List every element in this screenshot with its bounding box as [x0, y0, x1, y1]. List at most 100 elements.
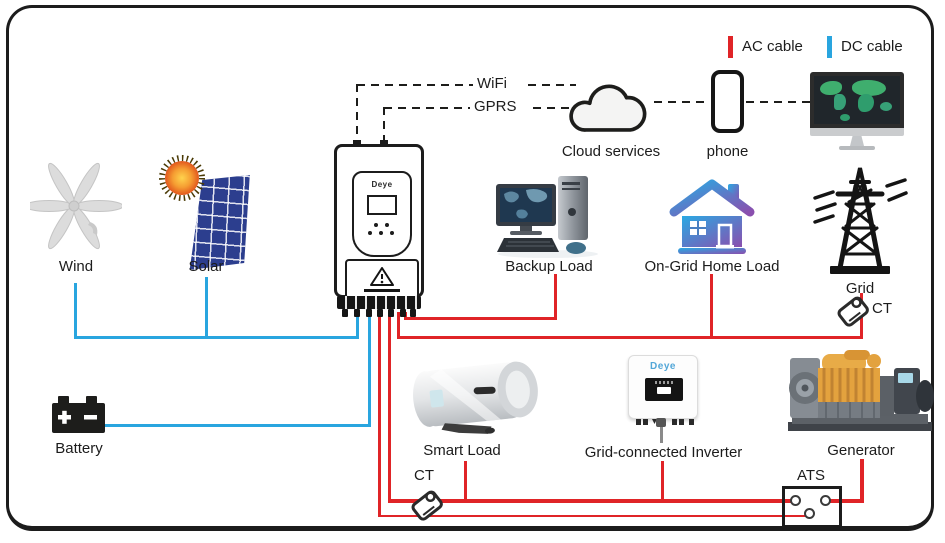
gci-cable — [660, 427, 663, 443]
ac-wire-ats-feed-h — [378, 515, 810, 517]
map-blob — [834, 94, 846, 110]
gprs-dashed-line — [384, 107, 470, 109]
gprs-dashed-line — [533, 107, 585, 109]
wifi-dashed-line — [357, 84, 473, 86]
inverter-button — [390, 231, 394, 235]
gci-cable-plug — [656, 418, 666, 427]
dc-wire-battery — [102, 424, 371, 427]
ac-wire-ats-feed-v — [378, 312, 381, 517]
ac-wire-load-bus-v — [388, 312, 391, 502]
monitor-base — [839, 146, 875, 150]
ct-clamp-icon — [411, 490, 443, 521]
inverter-button — [368, 231, 372, 235]
gci-connector — [636, 419, 641, 425]
wind-turbine-icon — [30, 162, 122, 250]
desktop-computer-icon — [496, 176, 598, 258]
monitor-map — [814, 76, 900, 124]
warning-triangle-icon — [370, 267, 394, 286]
cloud-services-label: Cloud services — [561, 143, 661, 160]
string-inverter-icon: Deye — [628, 355, 698, 445]
gci-connector — [652, 419, 657, 424]
inverter-antenna-port — [353, 140, 361, 146]
inverter-terminal — [388, 309, 394, 317]
cloud-icon — [569, 84, 647, 132]
grid-label: Grid — [845, 280, 875, 297]
ats-terminal-middle — [804, 508, 815, 519]
map-blob — [858, 94, 874, 112]
phone-to-monitor-dashed-line — [746, 101, 810, 103]
dc-wire-wind — [74, 283, 77, 339]
inverter-terminal — [400, 309, 406, 317]
ac-wire-gci — [661, 461, 664, 501]
inverter-terminal — [366, 309, 372, 317]
water-heater-icon — [413, 361, 538, 434]
gprs-dashed-line — [383, 107, 385, 142]
wifi-label: WiFi — [477, 75, 507, 92]
ats-label: ATS — [796, 467, 826, 484]
dc-wire-inverter-pv — [356, 312, 359, 339]
ac-wire-generator-h — [824, 499, 864, 503]
sun-icon — [159, 155, 205, 201]
map-blob — [852, 80, 886, 96]
legend-ac-label: AC cable — [742, 38, 803, 55]
inverter-front-badge: Deye — [352, 171, 412, 257]
ac-wire-load-bus-h — [388, 499, 795, 503]
wifi-dashed-line — [356, 84, 358, 142]
gci-brand-logo: Deye — [650, 361, 676, 372]
ac-wire-grid-bus-stub — [397, 312, 400, 339]
inverter-button — [374, 223, 378, 227]
dc-wire-inverter-battery — [368, 312, 371, 427]
inverter-button — [379, 231, 383, 235]
monitor-chin — [810, 128, 904, 136]
inverter-antenna-port — [380, 140, 388, 146]
gprs-label: GPRS — [474, 98, 517, 115]
dc-wire-pv-bus — [74, 336, 359, 339]
ac-wire-ongrid-home-load — [710, 274, 713, 338]
inverter-wiring-cover — [345, 259, 419, 299]
ac-wire-backup-v — [554, 274, 557, 319]
inverter-brand-logo: Deye — [371, 180, 393, 189]
solar-label: Solar — [188, 258, 224, 275]
map-blob — [840, 114, 850, 121]
inverter-terminal-strip — [337, 296, 421, 309]
ats-terminal-left — [790, 495, 801, 506]
house-icon — [669, 179, 755, 254]
ac-wire-generator-v — [860, 459, 864, 502]
inverter-display — [367, 195, 397, 215]
phone-label: phone — [706, 143, 749, 160]
gci-connector — [672, 419, 677, 425]
gci-connector — [689, 419, 694, 425]
gci-body: Deye — [628, 355, 698, 419]
inverter-terminal — [410, 309, 416, 317]
ct-clamp-icon — [837, 296, 869, 327]
inverter-button — [385, 223, 389, 227]
smart-load-label: Smart Load — [423, 442, 501, 459]
generator-label: Generator — [827, 442, 895, 459]
ac-wire-backup-h — [404, 317, 557, 320]
map-blob — [880, 102, 892, 111]
battery-label: Battery — [55, 440, 103, 457]
ongrid-home-load-label: On-Grid Home Load — [644, 258, 780, 275]
wind-label: Wind — [58, 258, 94, 275]
ats-box — [782, 486, 842, 528]
dc-wire-solar — [205, 277, 208, 339]
ac-wire-grid-bus-h — [397, 336, 863, 339]
monitor-screen — [810, 72, 904, 128]
hybrid-inverter-icon: Deye — [334, 140, 424, 318]
solar-panel-icon — [156, 152, 256, 270]
cloud-to-phone-dashed-line — [654, 101, 710, 103]
gci-connector — [679, 419, 684, 425]
diagram-border — [6, 5, 934, 531]
inverter-body: Deye — [334, 144, 424, 299]
gci-display-chars — [655, 381, 673, 384]
smartphone-icon — [711, 70, 744, 133]
inverter-terminal — [342, 309, 348, 317]
backup-load-label: Backup Load — [505, 258, 593, 275]
grid-connected-inverter-label: Grid-connected Inverter — [584, 444, 743, 461]
map-blob — [820, 81, 842, 95]
inverter-terminal — [377, 309, 383, 317]
legend-dc-color-swatch — [827, 36, 832, 58]
ats-terminal-right — [820, 495, 831, 506]
gci-connector — [643, 419, 648, 425]
